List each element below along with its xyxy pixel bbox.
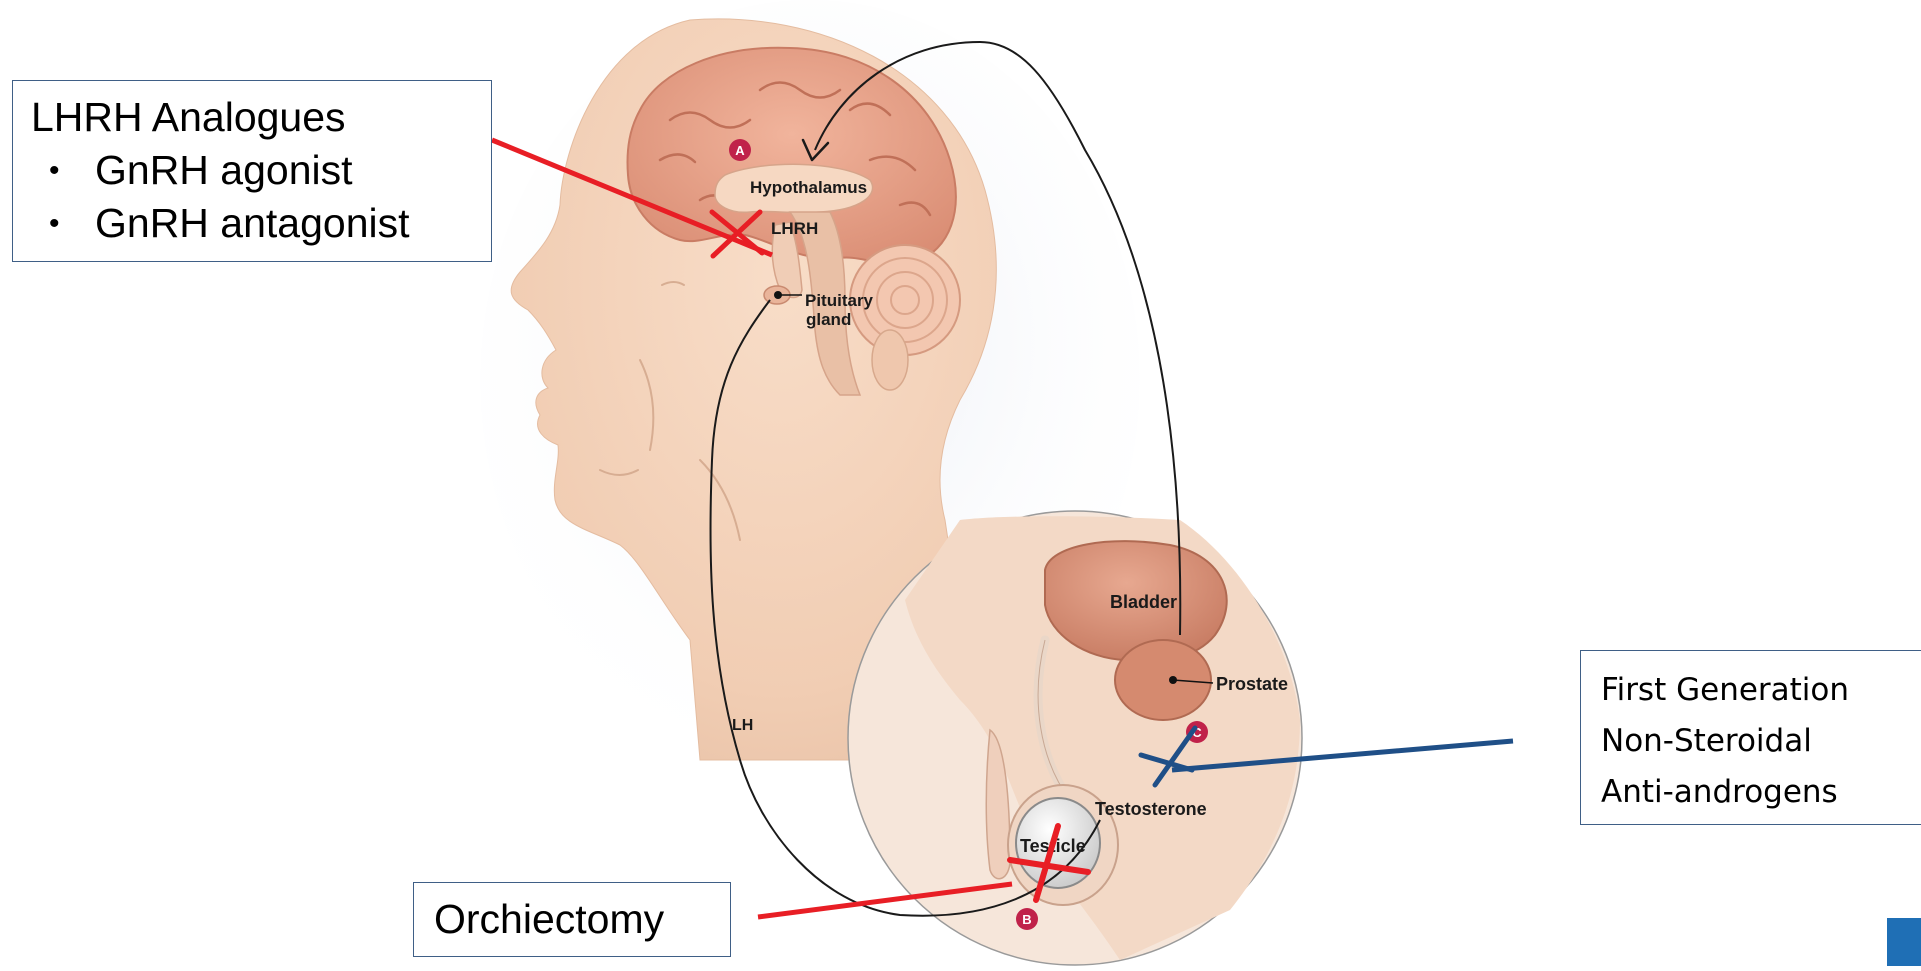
prostate-organ: [1115, 640, 1211, 720]
lhrh-analogues-callout: LHRH Analogues • GnRH agonist • GnRH ant…: [12, 80, 492, 262]
anti-androgens-callout: First Generation Non-Steroidal Anti-andr…: [1580, 650, 1921, 825]
marker-a: A: [729, 139, 751, 161]
label-pituitary-line1: Pituitary: [805, 291, 874, 310]
svg-text:A: A: [735, 143, 745, 158]
label-testosterone: Testosterone: [1095, 799, 1207, 819]
bullet-icon: •: [31, 144, 95, 197]
slide-corner-accent: [1887, 918, 1921, 966]
label-pituitary-line2: gland: [806, 310, 851, 329]
ear: [872, 330, 908, 390]
anti-androgens-line-1: First Generation: [1601, 665, 1904, 716]
lhrh-callout-item: • GnRH agonist: [31, 144, 473, 197]
anti-androgens-line-3: Anti-androgens: [1601, 767, 1904, 818]
orchiectomy-callout: Orchiectomy: [413, 882, 731, 957]
lhrh-callout-title: LHRH Analogues: [31, 91, 473, 144]
lhrh-item-agonist: GnRH agonist: [95, 144, 353, 197]
label-bladder: Bladder: [1110, 592, 1177, 612]
anti-androgens-line-2: Non-Steroidal: [1601, 716, 1904, 767]
label-hypothalamus: Hypothalamus: [750, 178, 867, 197]
marker-b: B: [1016, 908, 1038, 930]
label-prostate: Prostate: [1216, 674, 1288, 694]
label-lh: LH: [732, 717, 753, 734]
label-lhrh: LHRH: [771, 219, 818, 238]
orchiectomy-label: Orchiectomy: [434, 896, 664, 942]
lhrh-item-antagonist: GnRH antagonist: [95, 197, 410, 250]
bullet-icon: •: [31, 197, 95, 250]
svg-text:B: B: [1022, 912, 1031, 927]
lhrh-callout-item: • GnRH antagonist: [31, 197, 473, 250]
